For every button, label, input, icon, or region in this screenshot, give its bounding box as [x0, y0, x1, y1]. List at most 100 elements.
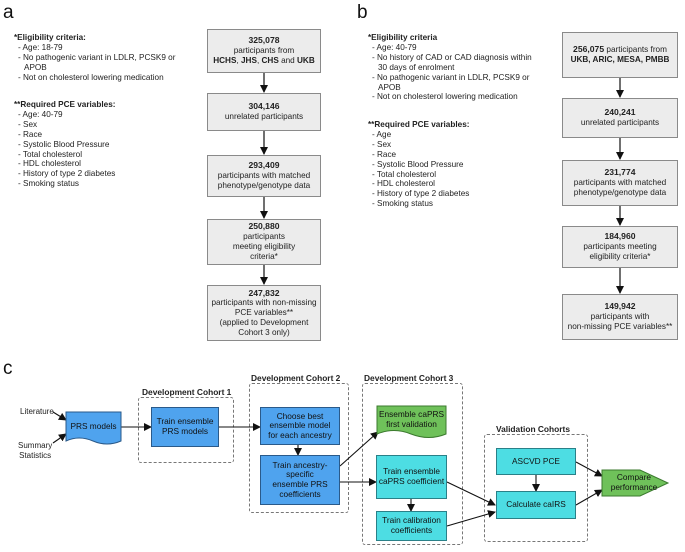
- joiner: ,: [236, 55, 241, 65]
- arrow: [575, 489, 603, 506]
- joiner: and: [278, 55, 298, 65]
- panel-b-box-1: 256,075 participants from UKB, ARIC, MES…: [562, 32, 678, 78]
- panel-a-box-4: 250,880 participants meeting eligibility…: [207, 219, 321, 265]
- pce-item: - Systolic Blood Pressure: [18, 139, 110, 149]
- node-prs-models: PRS models: [70, 420, 117, 431]
- dev-cohort-3-frame: [362, 383, 463, 545]
- box-text: participants with: [590, 312, 650, 322]
- criteria-item: APOB: [378, 82, 401, 92]
- node-text: Ensemble caPRS: [378, 409, 445, 420]
- validation-cohorts-title: Validation Cohorts: [496, 424, 570, 434]
- box-count: 184,960: [604, 231, 636, 242]
- node-text: Train calibration: [382, 515, 441, 526]
- criteria-item: - Age: 18-79: [18, 42, 63, 52]
- pce-item: - Sex: [18, 119, 38, 129]
- source-text: Statistics: [19, 450, 52, 460]
- node-text: specific: [286, 469, 314, 480]
- cohort-name: HCHS: [213, 55, 237, 65]
- eligibility-heading: *Eligibility criteria:: [14, 33, 86, 42]
- pce-item: - Race: [18, 129, 43, 139]
- box-cohort-list: UKB, ARIC, MESA, PMBB: [570, 55, 670, 64]
- node-text: caPRS coefficient: [378, 476, 445, 486]
- node-text: coefficients: [390, 525, 433, 535]
- criteria-item: - Age: 40-79: [372, 42, 417, 52]
- pce-item: - Systolic Blood Pressure: [372, 159, 464, 169]
- node-text: Train ensemble: [156, 416, 214, 427]
- cohort-name: UKB: [297, 55, 315, 65]
- node-text: ensemble model: [269, 420, 331, 431]
- panel-b-box-4: 184,960 participants meeting eligibility…: [562, 226, 678, 268]
- node-ascvd-pce: ASCVD PCE: [496, 448, 576, 475]
- arrow: [52, 411, 67, 421]
- box-count: 250,880: [248, 221, 280, 232]
- source-text: Summary: [18, 441, 53, 450]
- panel-letter-b: b: [357, 2, 368, 23]
- pce-item: - Age: [372, 129, 392, 139]
- pce-item: - Total cholesterol: [18, 149, 83, 159]
- panel-a-box-3: 293,409 participants with matched phenot…: [207, 155, 321, 197]
- prs-models-shape: [65, 411, 122, 445]
- cohort-name: CHS: [261, 55, 279, 65]
- panel-c-arrows: [52, 411, 603, 527]
- node-text: PRS models: [161, 426, 209, 436]
- validation-cohorts-frame: [484, 434, 588, 542]
- dev-cohort-1-title: Development Cohort 1: [142, 387, 232, 397]
- panel-b-eligibility-criteria: *Eligibility criteria - Age: 40-79 - No …: [368, 33, 532, 102]
- criteria-item: - No pathogenic variant in LDLR, PCSK9 o…: [18, 52, 176, 62]
- box-text: non-missing PCE variables**: [567, 321, 673, 331]
- box-count: 149,942: [604, 301, 636, 312]
- box-text: phenotype/genotype data: [573, 187, 667, 197]
- node-text: Train ensemble: [383, 466, 440, 477]
- pce-heading: **Required PCE variables:: [368, 120, 470, 129]
- box-text: PCE variables**: [234, 308, 294, 318]
- node-text: Choose best: [276, 410, 324, 421]
- pce-item: - Race: [372, 149, 397, 159]
- node-text: performance: [610, 482, 658, 492]
- box-text: 256,075 participants from: [573, 44, 667, 55]
- panel-a-box-5: 247,832 participants with non-missing PC…: [207, 285, 321, 341]
- box-text: participants with matched: [217, 171, 311, 181]
- node-text: Compare: [616, 472, 652, 483]
- panel-b-box-3: 231,774 participants with matched phenot…: [562, 160, 678, 206]
- node-text: first validation: [386, 419, 437, 429]
- pce-item: - HDL cholesterol: [18, 159, 81, 169]
- box-text: eligibility criteria*: [589, 251, 651, 261]
- pce-item: - History of type 2 diabetes: [372, 189, 470, 199]
- criteria-item: - Not on cholesterol lowering medication: [18, 72, 164, 82]
- panel-b-box-2: 240,241 unrelated participants: [562, 98, 678, 138]
- panel-a-eligibility-criteria: *Eligibility criteria: - Age: 18-79 - No…: [14, 33, 175, 83]
- box-count: 293,409: [248, 160, 280, 171]
- box-text: unrelated participants: [224, 112, 304, 121]
- node-text: ensemble PRS: [272, 479, 328, 489]
- box-text: Cohort 3 only): [238, 327, 290, 337]
- dev-cohort-3-title: Development Cohort 3: [364, 373, 454, 383]
- box-text: participants meeting: [583, 242, 657, 252]
- box-text: participants: [243, 232, 285, 242]
- panel-letter-c: c: [3, 358, 13, 379]
- arrow: [446, 481, 496, 506]
- pce-item: - Sex: [372, 139, 392, 149]
- cohort-name: JHS: [241, 55, 257, 65]
- box-cohort-list: HCHS, JHS, CHS and UKB: [213, 56, 315, 66]
- source-summary-statistics: Summary Statistics: [18, 441, 52, 460]
- eligibility-heading: *Eligibility criteria: [368, 33, 438, 42]
- dev-cohort-2-title: Development Cohort 2: [251, 373, 341, 383]
- pce-item: - HDL cholesterol: [372, 179, 435, 189]
- pce-item: - Age: 40-79: [18, 109, 63, 119]
- criteria-item: 30 days of enrolment: [378, 62, 455, 72]
- criteria-item: - Not on cholesterol lowering medication: [372, 92, 518, 102]
- arrow: [52, 433, 67, 444]
- box-count: 325,078: [248, 35, 280, 46]
- pce-item: - History of type 2 diabetes: [18, 169, 116, 179]
- pce-item: - Smoking status: [372, 199, 433, 209]
- panel-a-box-1: 325,078 participants from HCHS, JHS, CHS…: [207, 29, 321, 73]
- arrow: [339, 431, 379, 467]
- node-calculate-cairs: Calculate caIRS: [496, 491, 576, 519]
- box-text: meeting eligibility: [232, 242, 296, 251]
